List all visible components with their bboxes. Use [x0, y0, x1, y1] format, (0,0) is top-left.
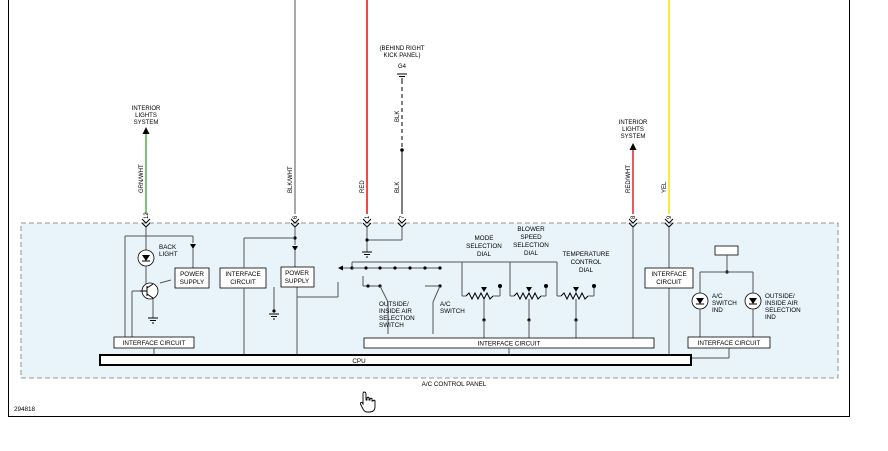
mode-dial-line2: SELECTION — [466, 243, 502, 250]
power-supply-1-line2: SUPPLY — [180, 279, 205, 286]
pin-7: 7 — [400, 215, 406, 219]
power-supply-2-ground — [269, 287, 279, 320]
bar-to-cpu-links — [153, 348, 730, 359]
dial-potentiometers — [461, 261, 596, 338]
power-supply-2-line1: POWER — [285, 270, 309, 277]
blower-dial-line1: BLOWER — [517, 226, 545, 233]
interface-circuit-bar-left-label: INTERFACE CIRCUIT — [123, 340, 186, 347]
cpu-bar — [99, 354, 692, 366]
ground-id-label: G4 — [398, 64, 407, 70]
temp-dial-line1: TEMPERATURE — [562, 251, 609, 258]
interior-lights-arrow-left — [142, 127, 150, 134]
outside-ind-line2: INSIDE AIR — [765, 300, 798, 307]
ground-location-line2: KICK PANEL) — [384, 53, 421, 59]
power-supply-1-line1: POWER — [180, 271, 204, 278]
temp-dial-line2: CONTROL — [571, 259, 602, 266]
interior-lights-right-line3: SYSTEM — [621, 134, 646, 140]
interior-lights-right-line2: LIGHTS — [622, 127, 644, 133]
power-supply-box-1 — [174, 267, 210, 289]
cpu-label: CPU — [352, 358, 366, 365]
wire-color-blk: BLK — [395, 182, 401, 193]
wire-color-yel: YEL — [662, 181, 668, 193]
ground-wire-color-label: BLK — [395, 111, 401, 122]
interior-lights-left-line1: INTERIOR — [132, 106, 161, 112]
outside-ind-line3: SELECTION — [765, 307, 801, 314]
blower-dial-line3: SELECTION — [513, 242, 549, 249]
interface-circuit-box-right — [644, 267, 694, 289]
wire-color-red: RED — [360, 180, 366, 193]
interface-circuit-right-line2: CIRCUIT — [656, 279, 682, 286]
temp-dial-line3: DIAL — [579, 267, 593, 274]
outside-air-switch-line2: INSIDE AIR — [379, 308, 412, 315]
outside-ind-line1: OUTSIDE/ — [765, 293, 795, 300]
switch-bus — [338, 261, 462, 334]
red-black-junction — [362, 227, 403, 258]
mode-dial-line1: MODE — [475, 235, 494, 242]
interior-lights-right-line1: INTERIOR — [619, 120, 648, 126]
outside-air-switch-line1: OUTSIDE/ — [379, 301, 409, 308]
blk-wht-internal-circuit — [243, 227, 339, 355]
interface-circuit-left-line1: INTERFACE — [225, 271, 260, 278]
indicator-circuit — [691, 245, 762, 337]
back-light-label-line2: LIGHT — [159, 251, 178, 258]
outside-air-switch-line4: SWITCH — [379, 322, 404, 329]
interface-circuit-bar-right-label: INTERFACE CIRCUIT — [698, 340, 761, 347]
pin-1: 1 — [365, 215, 371, 219]
ac-switch-ind-line2: SWITCH — [712, 300, 737, 307]
pin-8: 8 — [631, 215, 637, 219]
wire-color-blk-wht: BLK/WHT — [288, 166, 294, 193]
ac-switch-line1: A/C — [440, 301, 451, 308]
interface-circuit-left-line2: CIRCUIT — [230, 279, 256, 286]
ac-switch-ind-line3: IND — [712, 307, 723, 314]
interface-circuit-right-line1: INTERFACE — [651, 271, 686, 278]
hand-cursor-icon — [359, 391, 376, 413]
ac-switch-ind-line1: A/C — [712, 293, 723, 300]
interface-circuit-box-left — [219, 267, 267, 289]
interior-lights-left-line2: LIGHTS — [135, 113, 157, 119]
outside-air-switch-line3: SELECTION — [379, 315, 415, 322]
pin-12: 12 — [144, 212, 150, 219]
back-light-ground — [148, 317, 158, 324]
interface-circuit-bar-mid-label: INTERFACE CIRCUIT — [478, 341, 541, 348]
back-light-label-line1: BACK — [159, 244, 177, 251]
ground-location-line1: (BEHIND RIGHT — [380, 46, 425, 52]
panel-name-label: A/C CONTROL PANEL — [422, 381, 487, 388]
interior-lights-left-line3: SYSTEM — [134, 120, 159, 126]
ac-switch-line2: SWITCH — [440, 308, 465, 315]
mode-dial-line3: DIAL — [477, 251, 491, 258]
pin-6: 6 — [293, 215, 299, 219]
pin-9: 9 — [667, 215, 673, 219]
outside-ind-line4: IND — [765, 314, 776, 321]
interior-lights-arrow-right — [629, 143, 637, 150]
figure-id-label: 294818 — [14, 406, 36, 413]
blower-dial-line4: DIAL — [524, 250, 538, 257]
wire-color-red-wht: RED/WHT — [626, 165, 632, 193]
power-supply-2-line2: SUPPLY — [285, 278, 310, 285]
power-supply-box-2 — [280, 266, 315, 288]
back-light-circuit — [124, 227, 196, 337]
blower-dial-line2: SPEED — [520, 234, 542, 241]
ground-symbol-top — [397, 73, 407, 80]
wire-color-grn-wht: GRN/WHT — [139, 164, 145, 193]
